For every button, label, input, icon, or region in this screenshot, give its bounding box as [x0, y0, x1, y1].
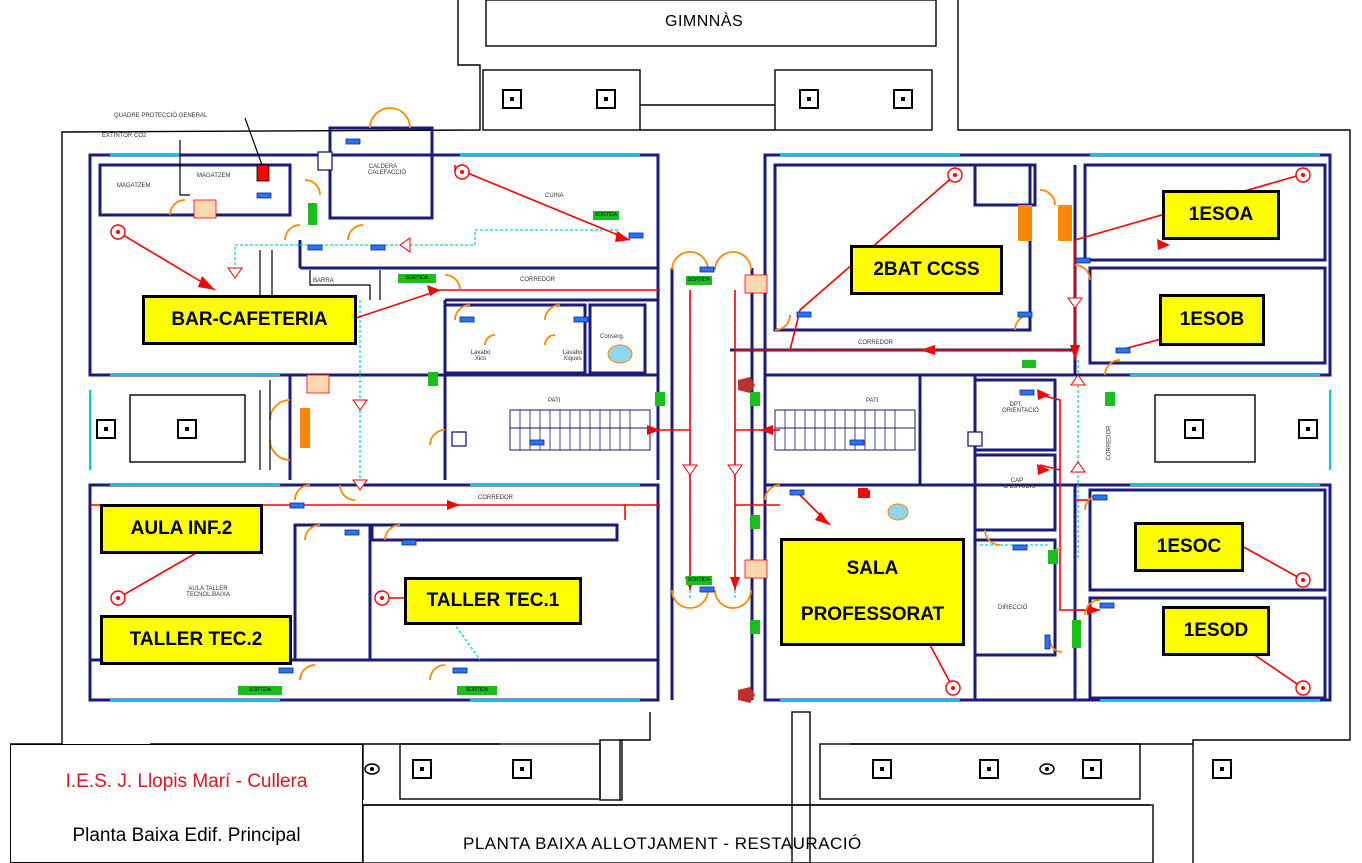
warning-triangles: [227, 237, 1086, 491]
column-marker-dots: [104, 97, 1310, 771]
label-extintor: EXTINTOR CO2: [102, 133, 147, 139]
exit-sign: SORTIDA: [686, 276, 712, 285]
room-label-taller-tec2: TALLER TEC.2: [100, 615, 292, 665]
exit-symbols: [428, 360, 1115, 634]
eye-markers: [364, 763, 1055, 775]
label-direccio: DIRECCIÓ: [998, 605, 1028, 611]
windows: [89, 154, 1331, 701]
title-school: I.E.S. J. Llopis Marí - Cullera: [65, 771, 308, 792]
label-pati-1: PATI: [548, 398, 561, 404]
room-label-1esod: 1ESOD: [1162, 606, 1270, 656]
room-label-bar: BAR-CAFETERIA: [142, 295, 357, 345]
label-quadre: QUADRE PROTECCIÓ GENERAL: [114, 113, 208, 119]
pipe-lines: [179, 117, 381, 470]
origin-dots: [116, 170, 1305, 690]
room-label-sala-professorat: SALA PROFESSORAT: [780, 538, 965, 646]
label-lavabo-1: Lavabo Xics: [470, 350, 491, 362]
label-lavabo-2: Lavabo Xiques: [562, 350, 583, 362]
sala-line-1: SALA: [846, 558, 899, 580]
exit-sign: SORTIDA: [593, 211, 619, 220]
extinguisher-icons: [193, 164, 1072, 579]
stair-steps: [519, 410, 896, 450]
basin-icon: [607, 344, 633, 364]
room-label-taller-tec1: TALLER TEC.1: [404, 577, 582, 625]
exit-sign: SORTIDA: [457, 686, 497, 695]
title-plan: Planta Baixa Edif. Principal: [72, 825, 301, 846]
exit-sign: SORTIDA: [686, 576, 712, 585]
label-pati-2: PATI: [866, 398, 879, 404]
label-caldera: CALDERA CALEFACCIÓ: [368, 164, 407, 176]
label-barra: BARRA: [313, 278, 334, 284]
room-label-2bat-ccss: 2BAT CCSS: [850, 245, 1003, 295]
label-magatzem-2: MAGATZEM: [197, 173, 231, 179]
room-label-1esoa: 1ESOA: [1162, 190, 1280, 240]
outer-walls: [10, 0, 1351, 863]
label-corredor-4: CORREDOR: [1106, 425, 1113, 461]
hatch-boxes: [317, 151, 983, 447]
basin-icon: [887, 503, 909, 521]
label-corredor-2: CORREDOR: [858, 340, 894, 346]
emergency-lights: [256, 138, 1131, 674]
room-label-1esob: 1ESOB: [1159, 294, 1265, 346]
label-dpt-orientacio: DPT. ORIENTACIÓ: [1002, 402, 1039, 414]
column-markers: [96, 89, 1318, 779]
room-label-aula-inf2: AULA INF.2: [100, 504, 263, 554]
exit-sign: SORTIDA: [398, 274, 436, 283]
evacuation-routes: [90, 165, 1304, 689]
label-corredor-3: CORREDOR: [478, 495, 514, 501]
sala-line-2: PROFESSORAT: [800, 604, 945, 625]
gym-label: GIMNNÀS: [665, 13, 744, 30]
exit-sign-vertical: [1072, 620, 1081, 648]
bottom-building-label: PLANTA BAIXA ALLOTJAMENT - RESTAURACIÓ: [463, 834, 862, 853]
exit-sign-vertical: [308, 203, 317, 225]
label-cuina: CUINA: [545, 193, 564, 199]
room-label-1esoc: 1ESOC: [1134, 522, 1244, 572]
alarm-icons: [738, 377, 755, 703]
label-magatzem-1: MAGATZEM: [117, 183, 151, 189]
title-block: I.E.S. J. Llopis Marí - Cullera Planta B…: [10, 744, 363, 863]
label-conserge: Conserg.: [600, 334, 625, 340]
label-aula-taller: AULA TALLER TECNOL.BAIXA: [186, 586, 230, 598]
exit-sign: SORTIDA: [238, 686, 282, 695]
label-cap-estudis: CAP D'ESTUDIS: [1004, 478, 1036, 490]
doors: [169, 107, 1121, 681]
label-corredor-1: CORREDOR: [520, 277, 556, 283]
route-arrows: [198, 231, 1170, 615]
